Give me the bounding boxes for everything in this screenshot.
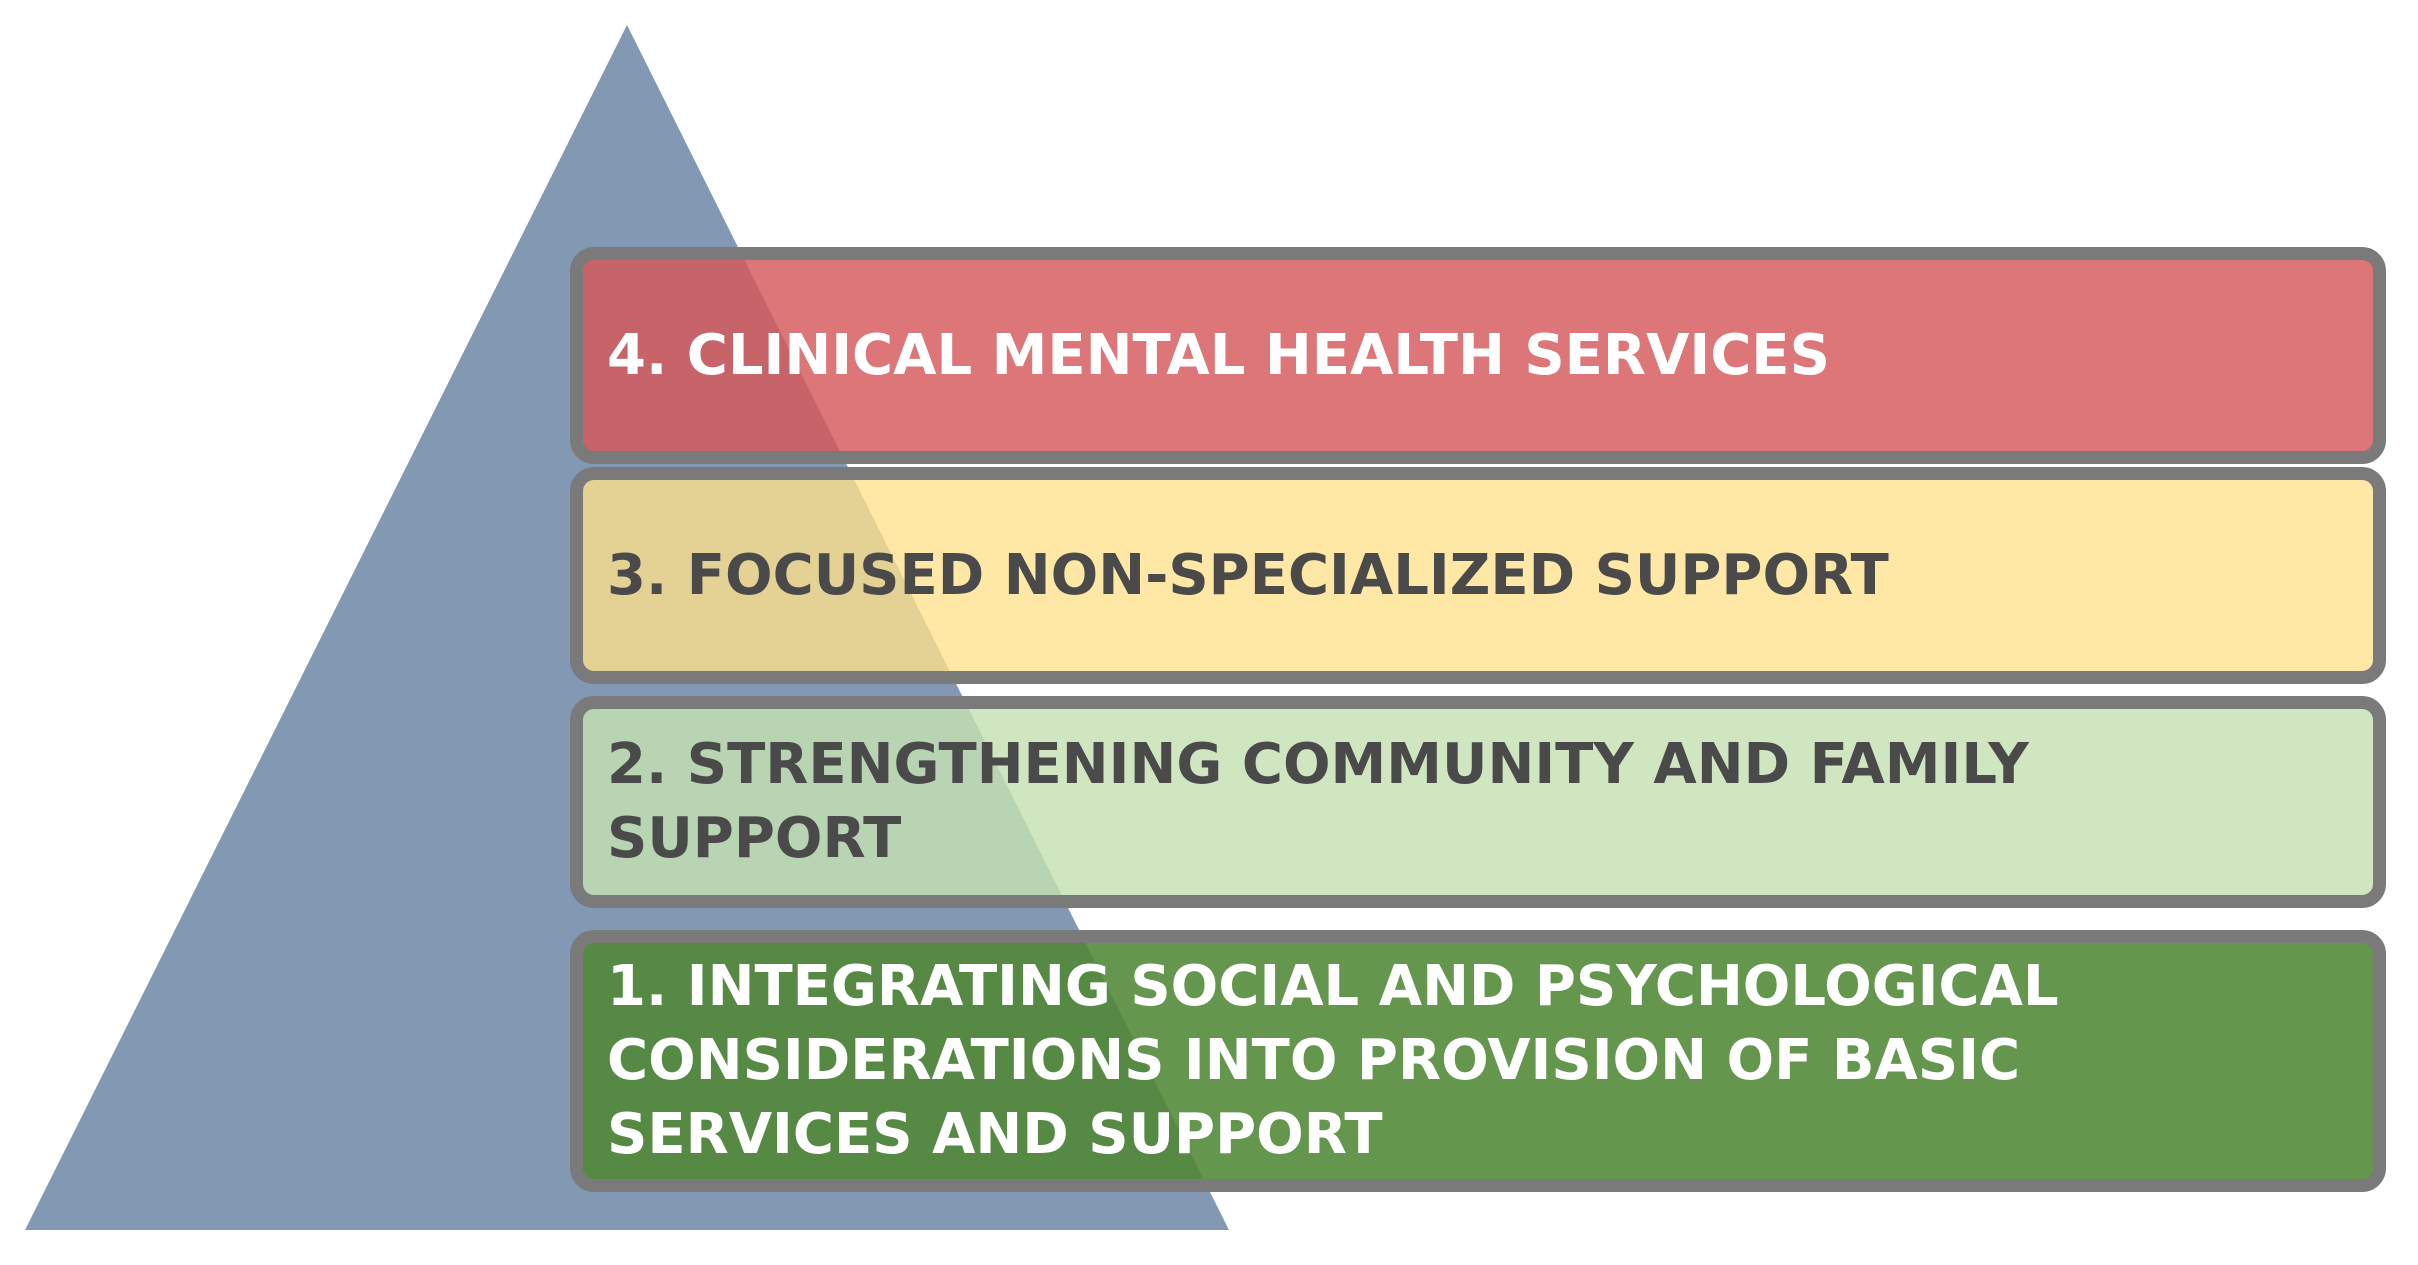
tier-2-label: 2. STRENGTHENING COMMUNITY AND FAMILY SU… [607, 732, 2029, 871]
tier-1-label: 1. INTEGRATING SOCIAL AND PSYCHOLOGICAL … [607, 954, 2059, 1167]
tier-2-community-support: 2. STRENGTHENING COMMUNITY AND FAMILY SU… [570, 696, 2386, 908]
tier-1-basic-services: 1. INTEGRATING SOCIAL AND PSYCHOLOGICAL … [570, 930, 2386, 1192]
tier-3-focused-support: 3. FOCUSED NON-SPECIALIZED SUPPORT [570, 467, 2386, 684]
tier-4-label: 4. CLINICAL MENTAL HEALTH SERVICES [607, 322, 1830, 388]
tier-4-clinical-services: 4. CLINICAL MENTAL HEALTH SERVICES [570, 247, 2386, 464]
tier-3-label: 3. FOCUSED NON-SPECIALIZED SUPPORT [607, 542, 1889, 608]
